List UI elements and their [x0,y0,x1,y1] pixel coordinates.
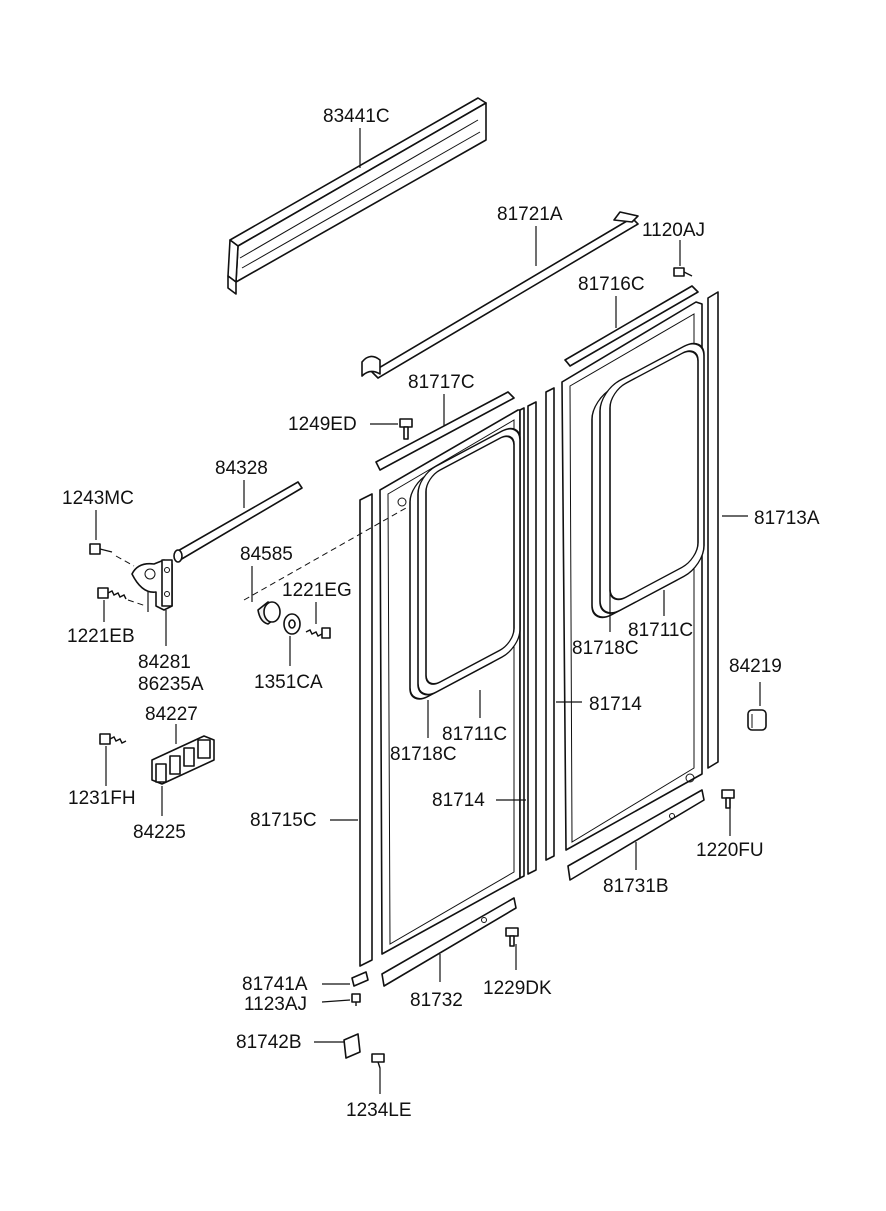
screw-1221EB [97,587,127,600]
rail-83441C [227,97,487,295]
screw-1234LE [371,1053,385,1069]
bumper-84219 [747,709,767,731]
label-81713A: 81713A [754,508,820,529]
clip-81742B [343,1033,361,1059]
screw-1249ED [399,418,413,440]
label-86235A: 86235A [138,674,204,695]
label-84219: 84219 [729,656,782,677]
leader-lines [95,128,761,1094]
label-81718C-right: 81718C [572,638,639,659]
washer-1351CA [283,613,301,635]
label-84227: 84227 [145,704,198,725]
label-1229DK: 1229DK [483,978,552,999]
dash-line-3 [127,599,147,607]
label-81742B: 81742B [236,1032,302,1053]
strip-81716C [564,285,699,367]
dash-line-2 [115,555,135,567]
label-1231FH: 1231FH [68,788,136,809]
label-81711C-left: 81711C [442,724,507,745]
label-81714-mid: 81714 [589,694,642,715]
label-84225: 84225 [133,822,186,843]
label-1221EG: 1221EG [282,580,352,601]
label-81718C-left: 81718C [390,744,457,765]
label-84281: 84281 [138,652,191,673]
label-1249ED: 1249ED [288,414,357,435]
label-81715C: 81715C [250,810,317,831]
clip-81741A [351,971,369,987]
strip-81714-right [545,387,555,861]
strip-81732 [381,897,517,987]
label-1220FU: 1220FU [696,840,764,861]
label-84328: 84328 [215,458,268,479]
label-1234LE: 1234LE [346,1100,412,1121]
bush-84585 [257,601,281,625]
label-81711C-right: 81711C [628,620,693,641]
label-81717C: 81717C [408,372,475,393]
screw-1120AJ [673,267,693,277]
rod-84328 [173,481,303,563]
label-81731B: 81731B [603,876,669,897]
strip-81714-left [527,401,537,875]
label-84585: 84585 [240,544,293,565]
screw-1123AJ [351,993,361,1006]
label-83441C: 83441C [323,106,390,127]
strip-81713A [707,291,719,769]
label-81716C: 81716C [578,274,645,295]
label-81721A: 81721A [497,204,563,225]
label-1221EB: 1221EB [67,626,135,647]
left-window [409,427,521,700]
label-1123AJ: 1123AJ [244,994,307,1015]
label-81741A: 81741A [242,974,308,995]
label-1120AJ: 1120AJ [642,220,705,241]
label-81732: 81732 [410,990,463,1011]
screw-1220FU [721,789,735,809]
screw-1229DK [505,927,519,947]
label-81714-low: 81714 [432,790,485,811]
hinge-84281 [131,559,173,611]
screw-1243MC [89,543,113,555]
screw-1231FH [99,733,127,745]
screw-1221EG [305,627,331,639]
rod-81721A [361,211,639,379]
label-1351CA: 1351CA [254,672,323,693]
hinge-84227 [151,735,215,785]
strip-81717C [375,391,515,471]
strip-81731B [567,789,705,881]
right-window [591,342,705,619]
label-1243MC: 1243MC [62,488,134,509]
dash-line-1 [243,507,407,601]
